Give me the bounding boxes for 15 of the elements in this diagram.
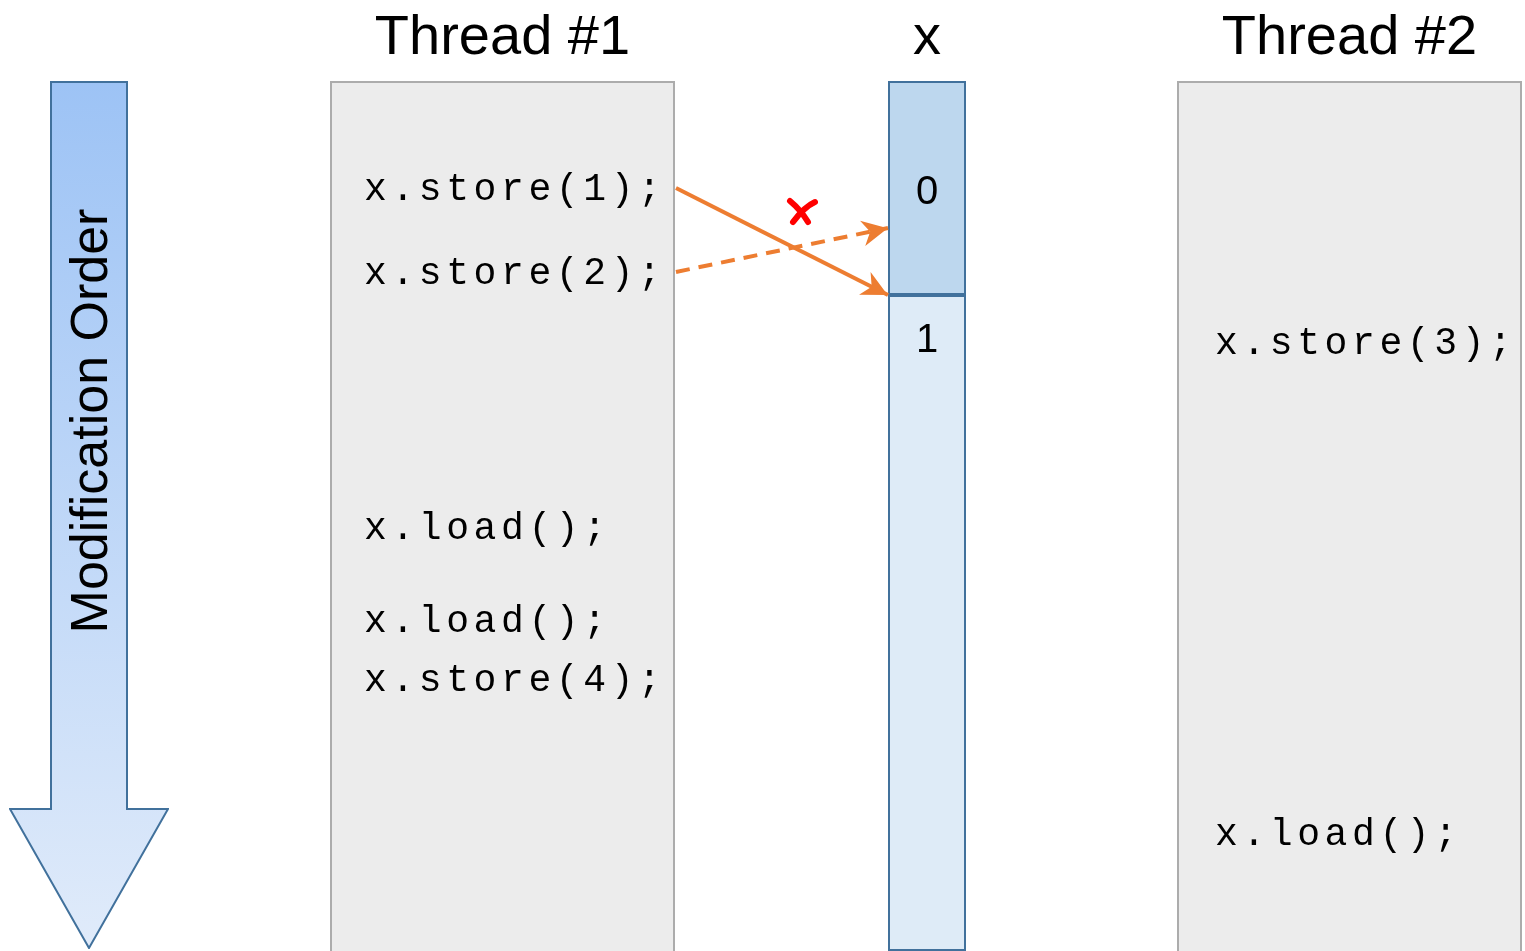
column-heading: x <box>913 2 941 68</box>
arrow <box>675 186 889 297</box>
code-line: x.store(1); <box>364 167 674 213</box>
code-line: x.store(4); <box>364 658 674 704</box>
column-heading: Thread #2 <box>1221 2 1478 68</box>
axis-label: Modification Order <box>59 208 119 634</box>
memory-slot: 1 <box>888 295 966 951</box>
arrow <box>675 220 889 274</box>
memory-slot: 0 <box>888 81 966 295</box>
code-line: x.load(); <box>1215 812 1470 858</box>
code-line: x.load(); <box>364 599 619 645</box>
code-line: x.store(2); <box>364 251 674 297</box>
code-line: x.load(); <box>364 506 619 552</box>
column-heading: Thread #1 <box>374 2 631 68</box>
code-line: x.store(3); <box>1215 321 1525 367</box>
